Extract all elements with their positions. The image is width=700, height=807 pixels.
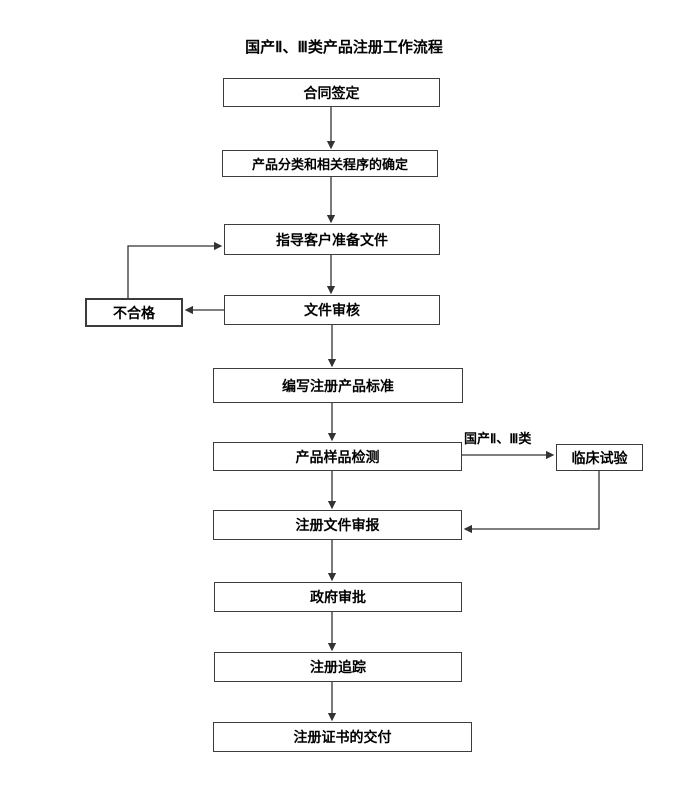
node-document-review: 文件审核: [224, 295, 440, 325]
node-contract-signing: 合同签定: [223, 78, 440, 107]
node-unqualified: 不合格: [85, 298, 183, 327]
node-clinical-trial: 临床试验: [556, 444, 643, 471]
edge-unqualified-to-guide: [127, 241, 223, 298]
node-government-approval: 政府审批: [214, 582, 462, 612]
node-registration-tracking: 注册追踪: [214, 652, 462, 682]
node-product-classification: 产品分类和相关程序的确定: [222, 150, 438, 177]
edge-label-domestic-class: 国产Ⅱ、Ⅲ类: [464, 431, 532, 446]
node-product-sample-testing: 产品样品检测: [213, 442, 462, 471]
node-guide-customer-prepare-documents: 指导客户准备文件: [224, 224, 440, 255]
node-registration-certificate-delivery: 注册证书的交付: [213, 722, 472, 752]
node-write-registration-product-standard: 编写注册产品标准: [213, 368, 463, 403]
edge-clinical-to-filing: [463, 471, 600, 534]
node-registration-document-filing: 注册文件审报: [213, 510, 462, 540]
flowchart-title: 国产Ⅱ、Ⅲ类产品注册工作流程: [245, 39, 443, 56]
